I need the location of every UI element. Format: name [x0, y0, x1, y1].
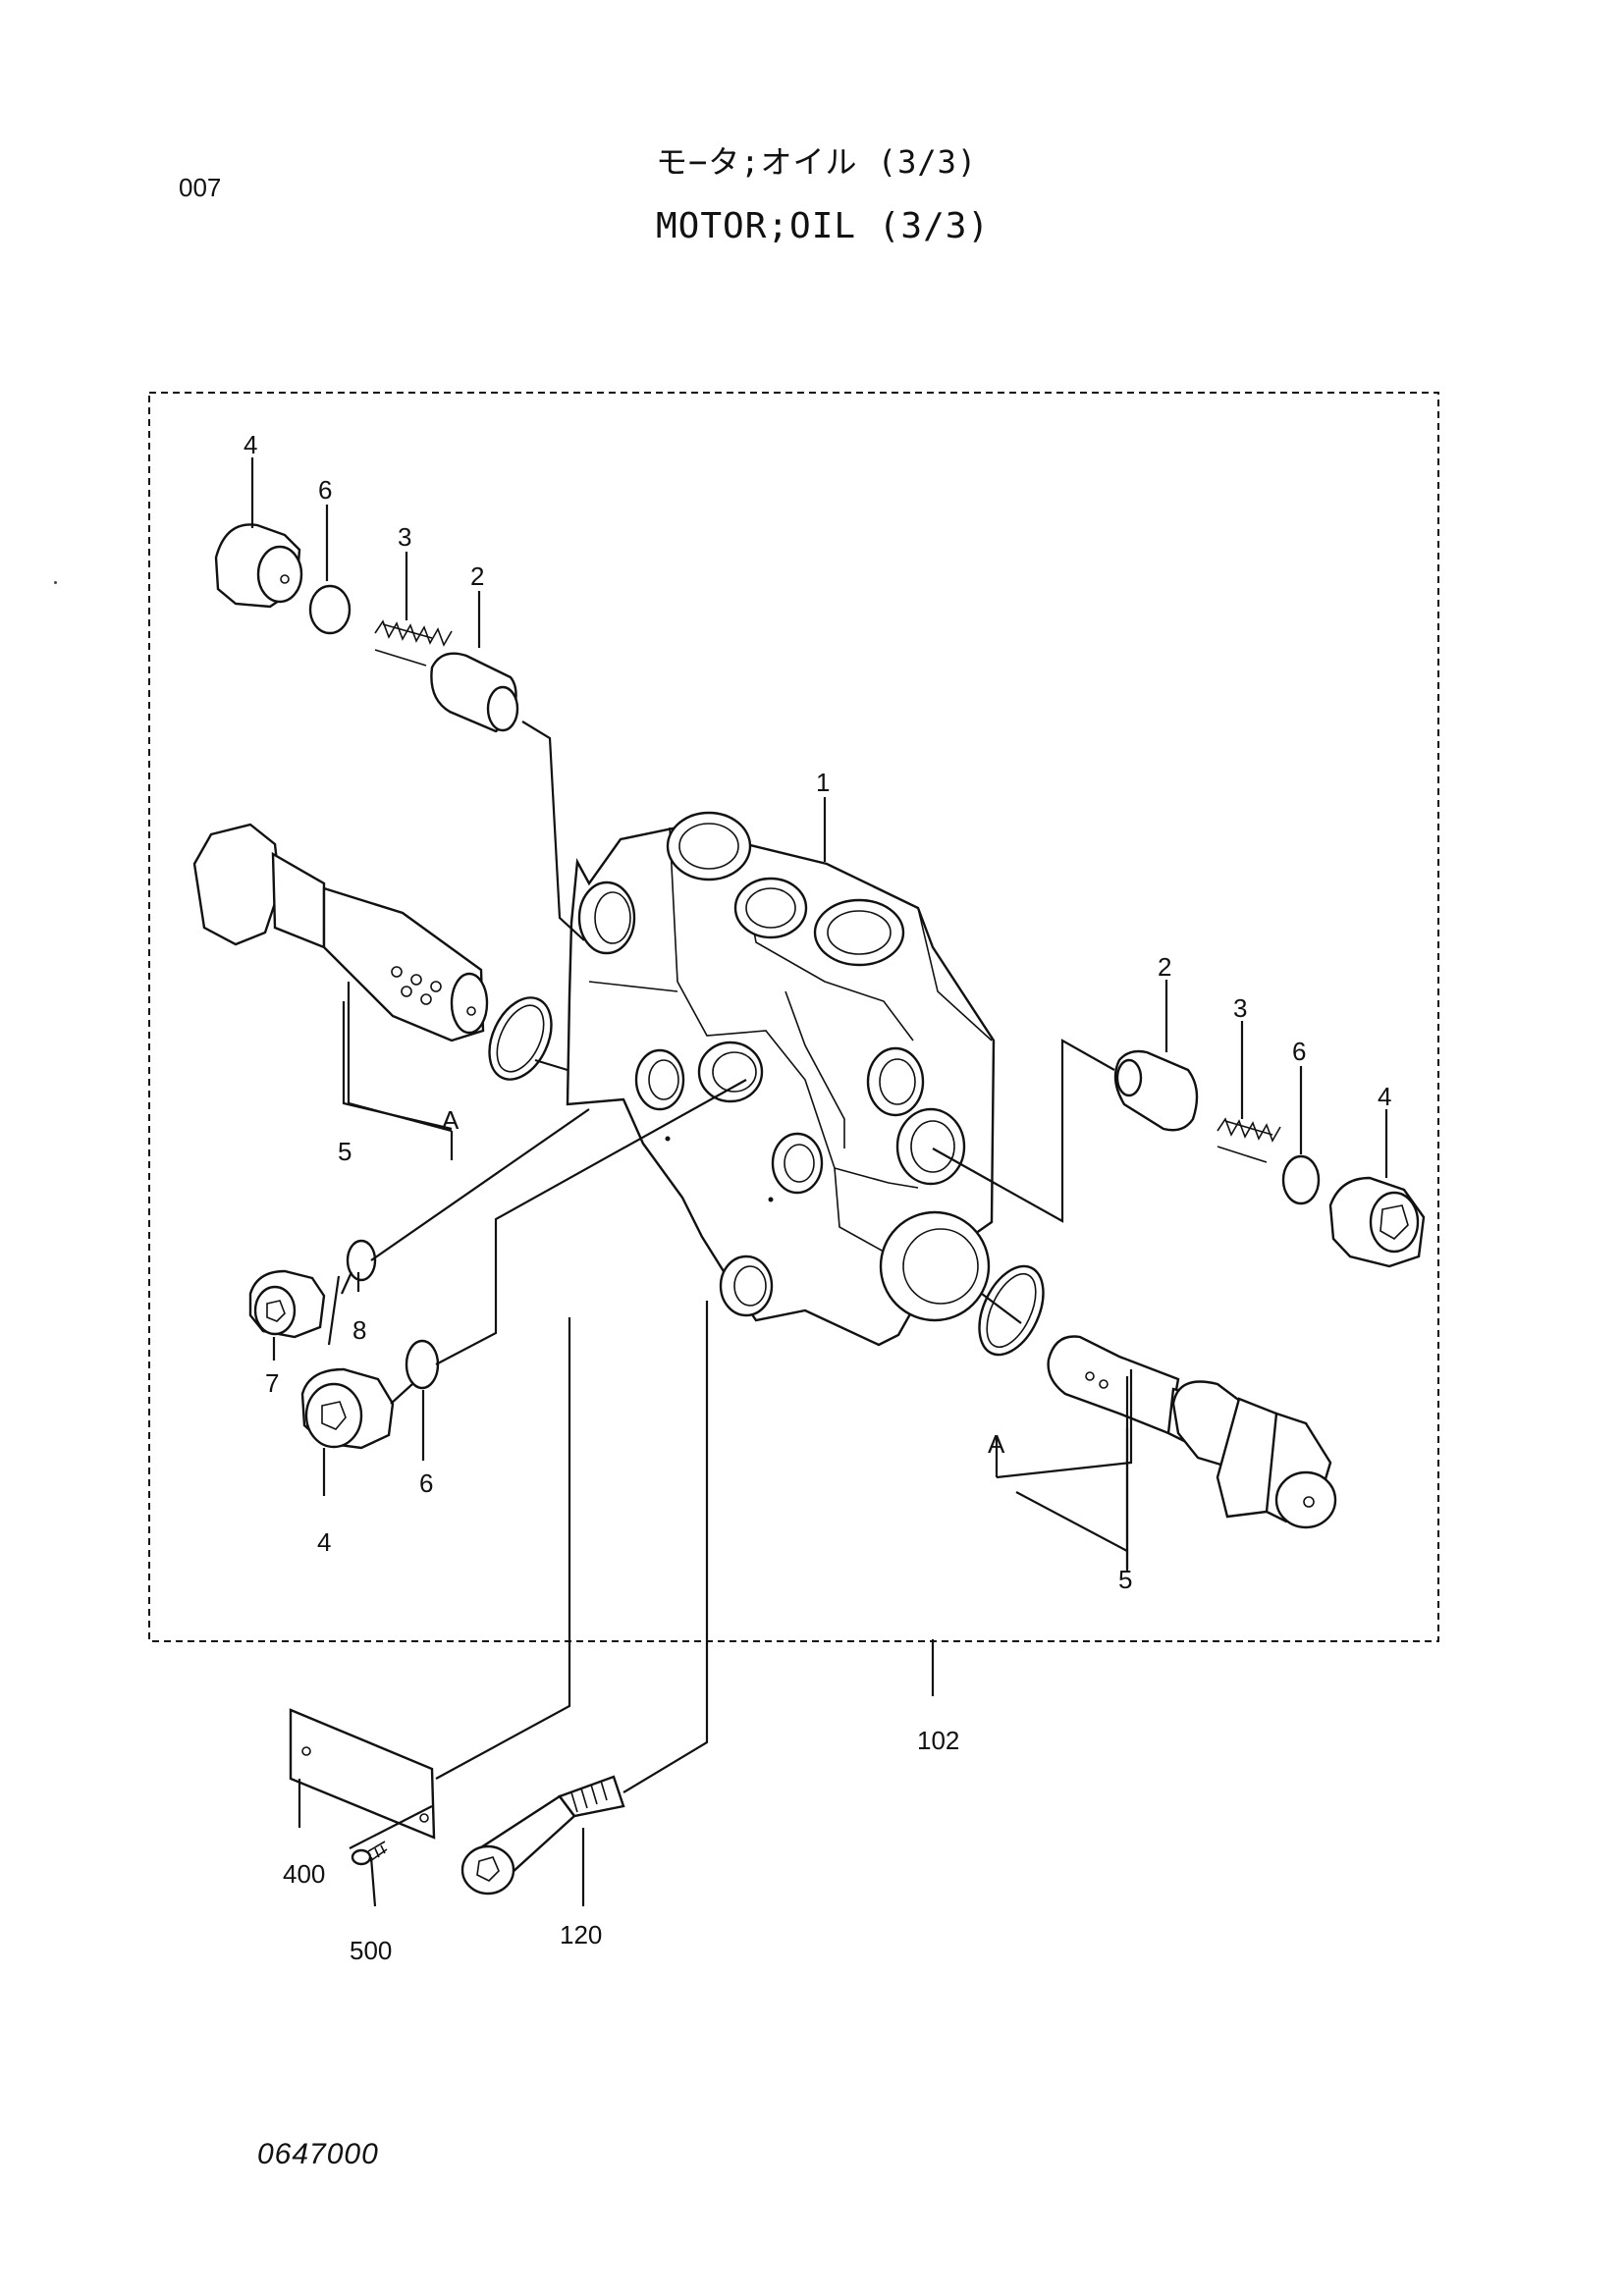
o-ring-part-8 — [346, 1239, 377, 1282]
callout-7: 7 — [265, 1368, 279, 1398]
callout-5-right: 5 — [1118, 1565, 1132, 1594]
callout-400: 400 — [283, 1859, 325, 1889]
callout-4-right: 4 — [1378, 1082, 1391, 1111]
callout-1: 1 — [816, 768, 830, 797]
callout-a-right: A — [988, 1429, 1005, 1459]
scan-speck — [54, 581, 57, 584]
callout-3-right: 3 — [1233, 993, 1247, 1023]
callout-4-top-left: 4 — [243, 430, 257, 459]
callout-8: 8 — [352, 1315, 366, 1345]
callout-2-top-left: 2 — [470, 561, 484, 591]
spring-part-3-right — [1217, 1117, 1281, 1163]
plug-part-4-lower-left — [300, 1367, 395, 1450]
leader-lines — [250, 457, 1388, 1907]
spool-part-2-right — [1113, 1049, 1199, 1132]
spring-part-3-top-left — [374, 619, 453, 667]
socket-bolt-part-120 — [460, 1775, 625, 1896]
title-english: MOTOR;OIL (3/3) — [656, 206, 991, 246]
o-ring-part-6-lower-left — [405, 1339, 440, 1390]
title-japanese: モ−タ;オイル (3/3) — [656, 143, 978, 181]
plug-part-4-right — [1328, 1176, 1426, 1268]
callout-5-left: 5 — [338, 1137, 352, 1166]
figure-number: 0647000 — [257, 2138, 379, 2170]
callout-a-left: A — [442, 1105, 460, 1135]
o-ring-part-6-right — [1281, 1154, 1321, 1205]
callout-102: 102 — [917, 1726, 959, 1755]
plug-part-4-top-left — [214, 523, 303, 609]
relief-valve-cartridge-part-5-right — [1047, 1335, 1337, 1529]
callout-labels: 4 6 3 2 1 2 3 6 4 A 5 8 7 6 4 A 5 102 40… — [243, 430, 1391, 1965]
name-plate-part-400 — [289, 1708, 436, 1840]
plug-part-7 — [248, 1269, 326, 1339]
screw-part-500 — [351, 1841, 388, 1866]
o-ring-part-a-right — [978, 1264, 1045, 1357]
spool-part-2-top-left — [430, 652, 519, 733]
relief-valve-cartridge-part-5-left — [192, 823, 489, 1042]
o-ring-part-6-top-left — [308, 584, 352, 635]
o-ring-part-a-left — [488, 996, 553, 1081]
callout-6-top-left: 6 — [318, 475, 332, 505]
callout-3-top-left: 3 — [398, 522, 411, 552]
callout-500: 500 — [350, 1936, 392, 1965]
callout-6-lower-left: 6 — [419, 1468, 433, 1498]
callout-6-right: 6 — [1292, 1037, 1306, 1066]
page-code: 007 — [179, 173, 222, 202]
callout-120: 120 — [560, 1920, 602, 1949]
callout-4-lower-left: 4 — [317, 1527, 331, 1557]
valve-block-part-1 — [566, 811, 996, 1347]
assembly-102-boundary — [148, 392, 1439, 1642]
callout-2-right: 2 — [1158, 952, 1171, 982]
